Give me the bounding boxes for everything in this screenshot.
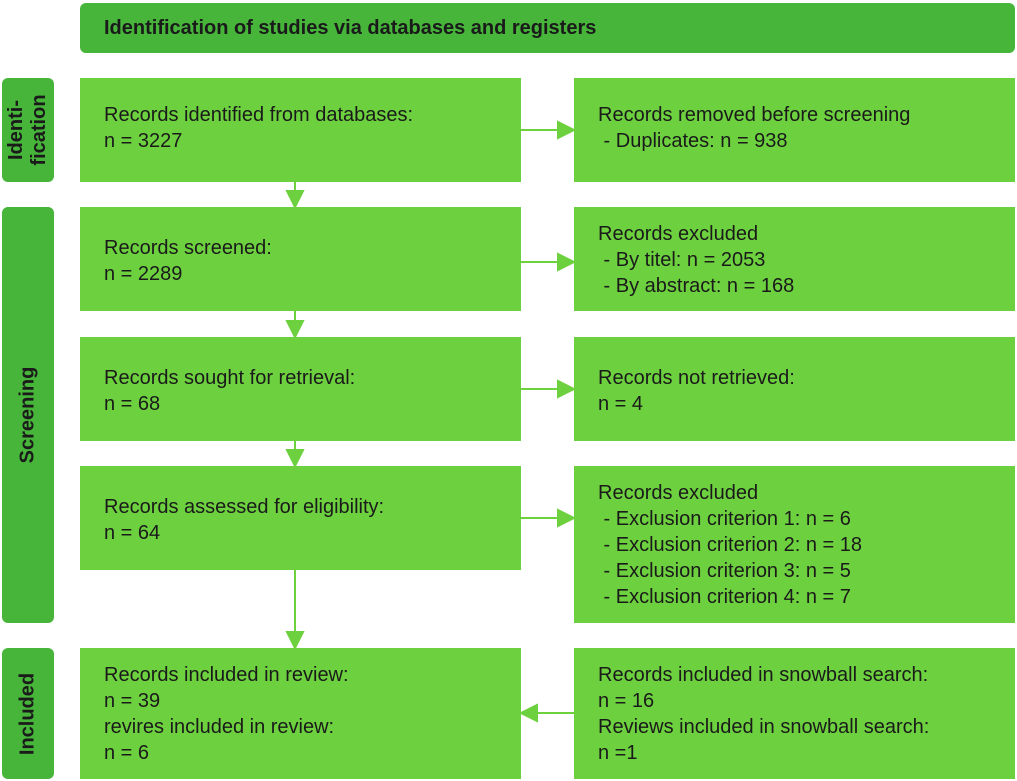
box-line: - Exclusion criterion 4: n = 7 [598,586,851,608]
box-line: n = 16 [598,690,655,712]
box-line: Records excluded [598,223,759,245]
box-line: Records sought for retrieval: [104,367,356,389]
box-line: Records included in snowball search: [598,664,929,686]
box-records-not-retrieved: Records not retrieved: n = 4 [574,337,1015,441]
box-records-excluded-eligibility: Records excluded - Exclusion criterion 1… [574,466,1015,623]
box-line: - Exclusion criterion 3: n = 5 [598,560,851,582]
phase-screening: Screening [2,207,54,623]
box-line: n = 2289 [104,263,183,285]
diagram-header: Identification of studies via databases … [80,3,1015,53]
arrow-head-screened-to-sought [285,320,305,340]
arrow-head-sought-to-not-retrieved [557,379,577,399]
arrow-head-sought-to-assessed [285,449,305,469]
box-line: Records excluded [598,482,759,504]
box-line: n = 64 [104,522,161,544]
phase-included: Included [2,648,54,779]
box-records-sought: Records sought for retrieval: n = 68 [80,337,521,441]
box-records-screened: Records screened: n = 2289 [80,207,521,311]
box-records-snowball: Records included in snowball search: n = … [574,648,1015,779]
box-line: - By titel: n = 2053 [598,249,766,271]
header-title: Identification of studies via databases … [104,17,597,39]
arrow-head-assessed-to-excluded [557,508,577,528]
box-line: n = 4 [598,393,644,415]
box-line: Records removed before screening [598,104,911,126]
box-records-identified: Records identified from databases: n = 32… [80,78,521,182]
box-records-removed: Records removed before screening - Dupli… [574,78,1015,182]
box-line: - Exclusion criterion 2: n = 18 [598,534,863,556]
box-line: revires included in review: [104,716,335,738]
arrow-head-screened-to-excluded [557,252,577,272]
box-line: Records identified from databases: [104,104,414,126]
box-line: Records assessed for eligibility: [104,496,385,518]
box-line: Records screened: [104,237,272,259]
phase-identification: Identi- fication [2,78,54,182]
arrow-head-identified-to-removed [557,120,577,140]
box-line: Reviews included in snowball search: [598,716,930,738]
box-line: - Duplicates: n = 938 [598,130,788,152]
box-records-included-review: Records included in review: n = 39 revires… [80,648,521,779]
box-line: n = 68 [104,393,161,415]
arrow-head-snowball-to-included [518,703,538,723]
arrow-head-identified-to-screened [285,190,305,210]
box-line: n = 6 [104,742,150,764]
box-line: Records included in review: [104,664,349,686]
box-line: n = 39 [104,690,161,712]
box-line: Records not retrieved: [598,367,795,389]
box-line: n = 3227 [104,130,183,152]
box-line: - By abstract: n = 168 [598,275,795,297]
box-records-excluded-screening: Records excluded - By titel: n = 2053 - … [574,207,1015,311]
box-line: n =1 [598,742,638,764]
arrow-head-assessed-to-included [285,631,305,651]
box-records-assessed: Records assessed for eligibility: n = 64 [80,466,521,570]
box-line: - Exclusion criterion 1: n = 6 [598,508,851,530]
